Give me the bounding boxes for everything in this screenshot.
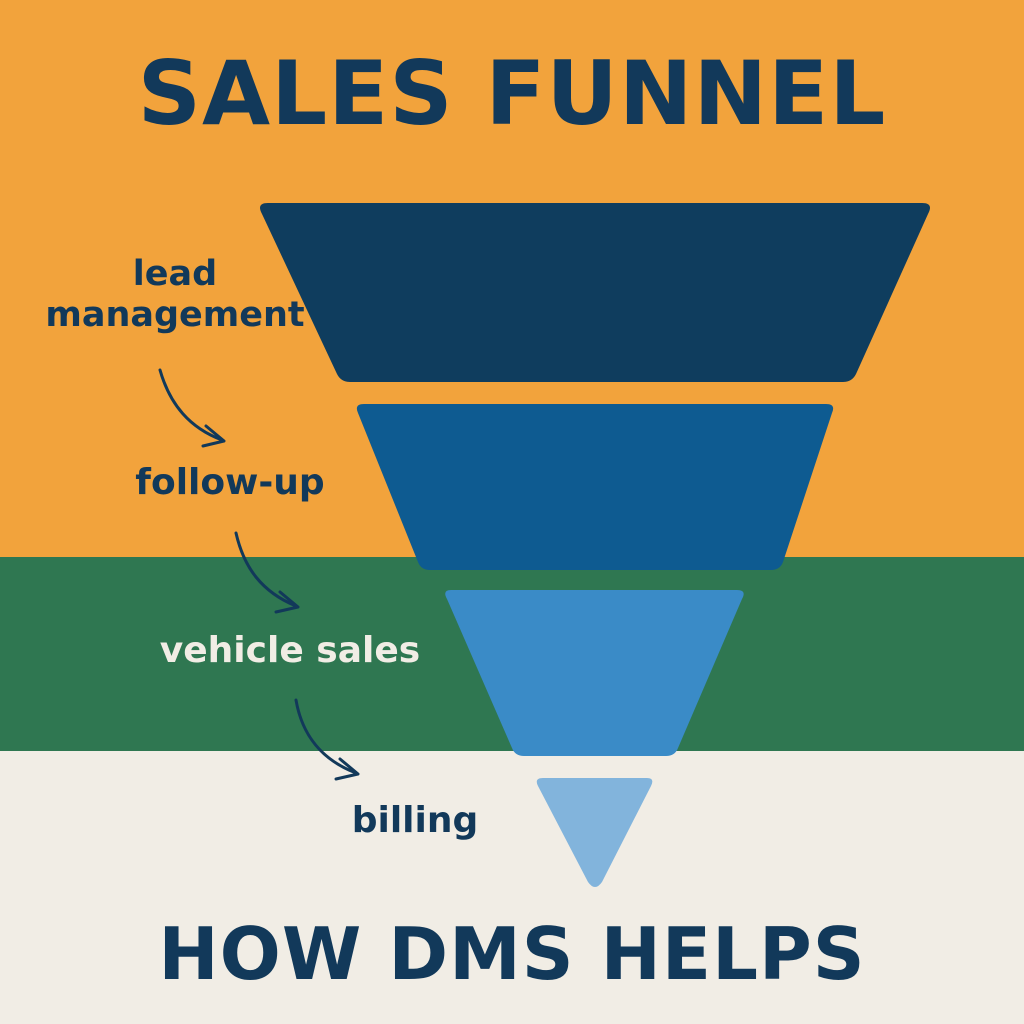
funnel [260, 203, 930, 887]
stage-label-vehicle-sales: vehicle sales [159, 630, 421, 671]
curved-arrow-icon [294, 698, 360, 781]
funnel-stage-billing [536, 778, 653, 887]
curved-arrow-icon [158, 368, 226, 448]
stage-label-lead-management: lead management [45, 254, 305, 336]
stage-label-follow-up: follow-up [135, 462, 325, 503]
background-band-bottom [0, 751, 1024, 1024]
curved-arrow-icon [234, 531, 300, 614]
funnel-stage-follow-up [356, 404, 834, 570]
funnel-stage-vehicle-sales [445, 590, 744, 756]
page-title: SALES FUNNEL [137, 42, 887, 145]
funnel-stage-lead-management [260, 203, 930, 382]
footer-title: HOW DMS HELPS [158, 912, 866, 996]
stage-label-billing: billing [351, 800, 479, 841]
